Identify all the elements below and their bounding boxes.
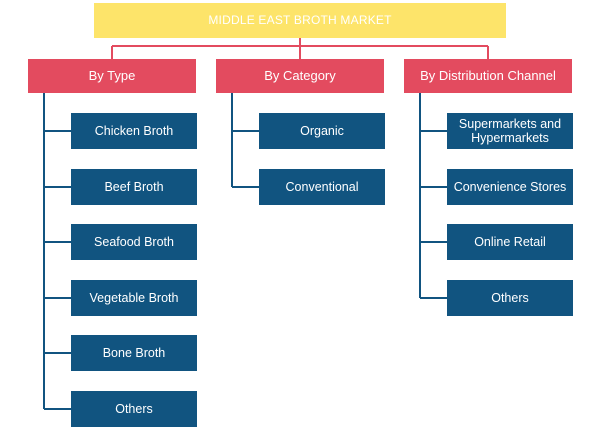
- category-header-by-category: By Category: [216, 59, 384, 93]
- type-item-chicken-broth: Chicken Broth: [71, 113, 197, 149]
- type-item-bone-broth: Bone Broth: [71, 335, 197, 371]
- distribution-item-online-retail: Online Retail: [447, 224, 573, 260]
- category-item-conventional: Conventional: [259, 169, 385, 205]
- distribution-item-supermarkets-and-hypermarkets: Supermarkets and Hypermarkets: [447, 113, 573, 149]
- diagram-title: MIDDLE EAST BROTH MARKET: [94, 3, 506, 38]
- type-item-others: Others: [71, 391, 197, 427]
- distribution-branch-connectors: [419, 93, 447, 299]
- type-item-seafood-broth: Seafood Broth: [71, 224, 197, 260]
- category-header-by-distribution-channel: By Distribution Channel: [404, 59, 572, 93]
- category-branch-connectors: [231, 93, 259, 188]
- distribution-item-others: Others: [447, 280, 573, 316]
- distribution-item-convenience-stores: Convenience Stores: [447, 169, 573, 205]
- type-item-vegetable-broth: Vegetable Broth: [71, 280, 197, 316]
- type-item-beef-broth: Beef Broth: [71, 169, 197, 205]
- category-item-organic: Organic: [259, 113, 385, 149]
- type-branch-connectors: [43, 93, 71, 410]
- category-header-by-type: By Type: [28, 59, 196, 93]
- title-connectors: [111, 38, 489, 59]
